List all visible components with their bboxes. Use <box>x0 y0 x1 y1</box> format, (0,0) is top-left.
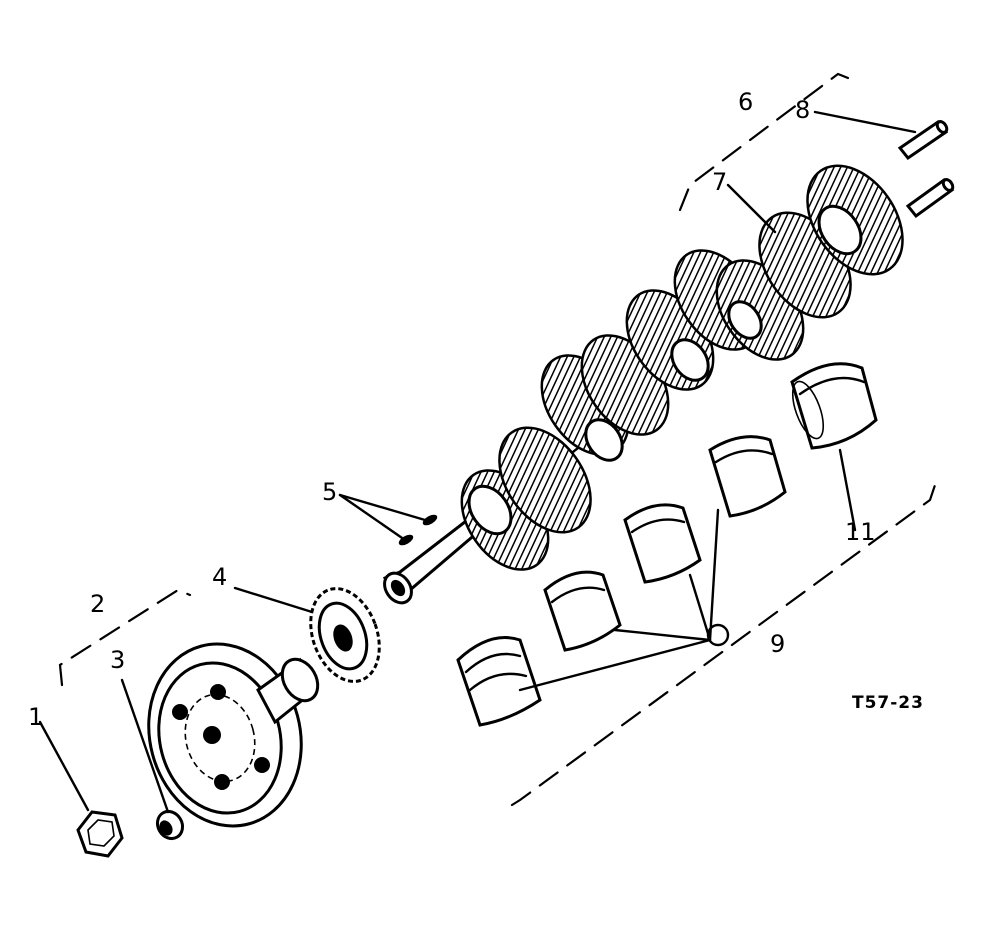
main-bearing-shell <box>708 435 787 518</box>
crankshaft <box>382 164 904 605</box>
callout-3: 3 <box>110 646 125 674</box>
callout-6: 6 <box>738 88 753 116</box>
group-bracket-9 <box>510 483 937 807</box>
dowel-pin <box>897 119 949 161</box>
callout-9: 9 <box>770 630 785 658</box>
setscrew <box>155 809 185 841</box>
crankshaft-web <box>498 426 592 534</box>
callout-8: 8 <box>795 96 810 124</box>
figure-reference: T57-23 <box>852 693 924 713</box>
crankshaft-gear <box>309 587 381 683</box>
dowel-pin <box>905 177 955 219</box>
callout-4: 4 <box>212 563 227 591</box>
callout-10-circle <box>706 623 730 647</box>
callout-5: 5 <box>322 478 337 506</box>
thrust-bearing <box>790 362 878 450</box>
callout-7: 7 <box>712 168 727 196</box>
main-bearing-shell <box>623 503 702 584</box>
callout-2: 2 <box>90 590 105 618</box>
main-bearing-shell <box>543 570 622 652</box>
crankshaft-rear-flange <box>806 164 904 276</box>
group-bracket-2 <box>58 588 192 687</box>
callout-11: 11 <box>845 518 876 546</box>
callout-1: 1 <box>28 703 43 731</box>
leader-lines <box>38 110 917 814</box>
pulley-nut <box>76 810 124 858</box>
crankshaft-pulley <box>147 642 320 828</box>
woodruff-key <box>422 514 438 526</box>
group-bracket-6 <box>678 72 850 212</box>
main-bearing-shell <box>456 636 542 727</box>
